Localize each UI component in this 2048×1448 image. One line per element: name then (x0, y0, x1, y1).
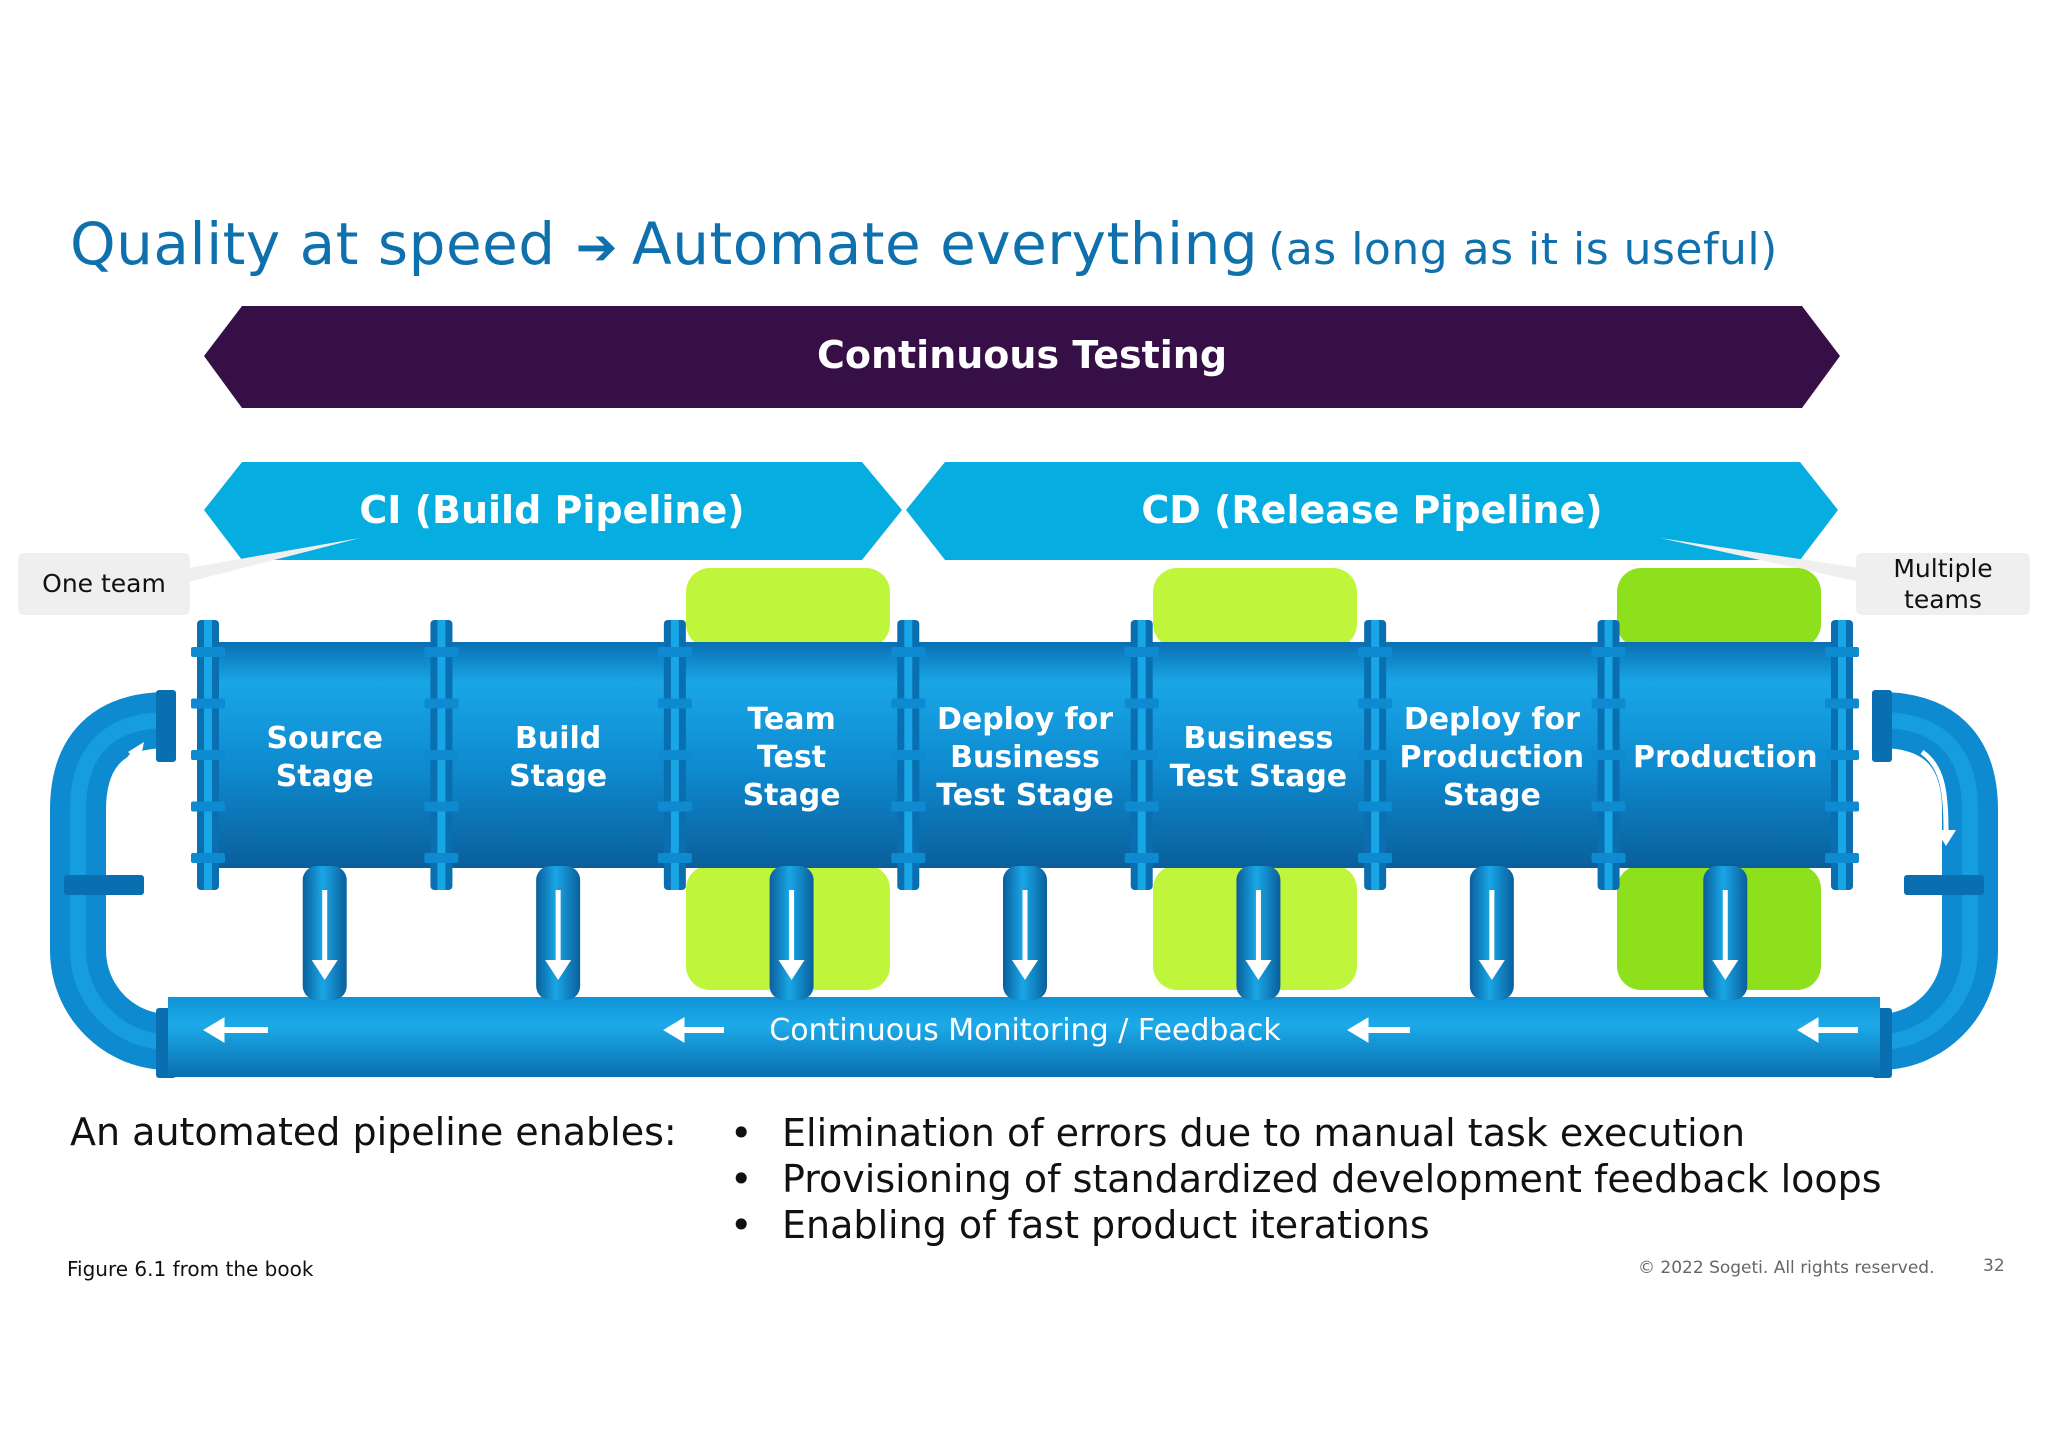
down-arrow-icon (1478, 890, 1505, 980)
down-arrow-icon (545, 890, 572, 980)
down-arrow-icon (1245, 890, 1272, 980)
multiple-teams-callout: Multiple teams (1856, 553, 2030, 615)
pipe-flange (1825, 620, 1859, 890)
stage-label: Test (757, 740, 826, 775)
feedback-arrows (203, 1017, 1858, 1043)
enables-label: An automated pipeline enables: (70, 1110, 677, 1154)
title-main: Quality at speed (70, 210, 556, 278)
benefit-item: Elimination of errors due to manual task… (730, 1110, 1882, 1156)
down-arrow-icon (311, 890, 338, 980)
page-number: 32 (1983, 1256, 2005, 1276)
stage-label: Team (747, 702, 835, 737)
benefit-item: Enabling of fast product iterations (730, 1202, 1882, 1248)
one-team-label: One team (42, 569, 166, 598)
main-pipe (208, 642, 1842, 868)
benefits-list: Elimination of errors due to manual task… (730, 1110, 1882, 1248)
pipe-flange (657, 620, 692, 890)
cd-label: CD (Release Pipeline) (1141, 488, 1602, 532)
down-arrow-icon (1012, 890, 1038, 980)
arrow-right-icon: ➔ (575, 218, 619, 276)
ci-banner (204, 462, 902, 560)
right-joint-flange (1904, 875, 1984, 895)
stage-label: Test Stage (1170, 759, 1347, 794)
stage-label: Production (1400, 740, 1585, 775)
pipe-flange (1591, 620, 1626, 890)
down-arrow-icon (1712, 890, 1739, 980)
pipe-flange (1358, 620, 1393, 890)
feedback-label: Continuous Monitoring / Feedback (769, 1013, 1281, 1048)
benefit-item: Provisioning of standardized development… (730, 1156, 1882, 1202)
copyright: © 2022 Sogeti. All rights reserved. (1638, 1258, 1935, 1278)
stage-label: Build (515, 721, 601, 756)
stage-label: Stage (509, 759, 607, 794)
team-test-highlight-top (686, 568, 890, 648)
callout-pointer-left (188, 538, 360, 582)
stage-label: Deploy for (937, 702, 1113, 737)
multiple-teams-line1: Multiple (1893, 554, 1993, 583)
business-test-highlight-top (1153, 568, 1357, 648)
pipeline-diagram: Continuous Testing CI (Build Pipeline) C… (50, 306, 1998, 1078)
callout-pointer-right (1660, 538, 1860, 582)
stage-label: Business (950, 740, 1100, 775)
stage-label: Production (1633, 740, 1818, 775)
stage-label: Stage (276, 759, 374, 794)
continuous-testing-banner (204, 306, 1840, 408)
pipe-flange (891, 620, 926, 890)
pipe-flange (424, 620, 459, 890)
stage-label: Stage (743, 778, 841, 813)
down-arrow-icon (778, 890, 805, 980)
ci-label: CI (Build Pipeline) (359, 488, 744, 532)
production-highlight-top (1617, 568, 1821, 648)
stage-pipes: SourceStageBuildStageTeamTestStageDeploy… (191, 620, 1859, 1000)
stage-label: Test Stage (936, 778, 1113, 813)
one-team-callout: One team (18, 553, 190, 615)
cd-banner (906, 462, 1838, 560)
continuous-testing-label: Continuous Testing (817, 333, 1227, 377)
multiple-teams-line2: teams (1904, 585, 1982, 614)
slide-title: Quality at speed ➔Automate everything(as … (70, 210, 1778, 278)
stage-label: Stage (1443, 778, 1541, 813)
feedback-pipe (168, 997, 1880, 1077)
figure-note: Figure 6.1 from the book (67, 1257, 314, 1281)
stage-label: Deploy for (1404, 702, 1580, 737)
left-joint-flange (64, 875, 144, 895)
down-curve-arrow-icon (1920, 749, 1949, 831)
pipe-flange (191, 620, 225, 890)
pipe-flange (1124, 620, 1159, 890)
title-second: Automate everything (632, 210, 1259, 278)
title-sub: (as long as it is useful) (1268, 224, 1778, 275)
stage-label: Source (266, 721, 383, 756)
stage-label: Business (1184, 721, 1334, 756)
